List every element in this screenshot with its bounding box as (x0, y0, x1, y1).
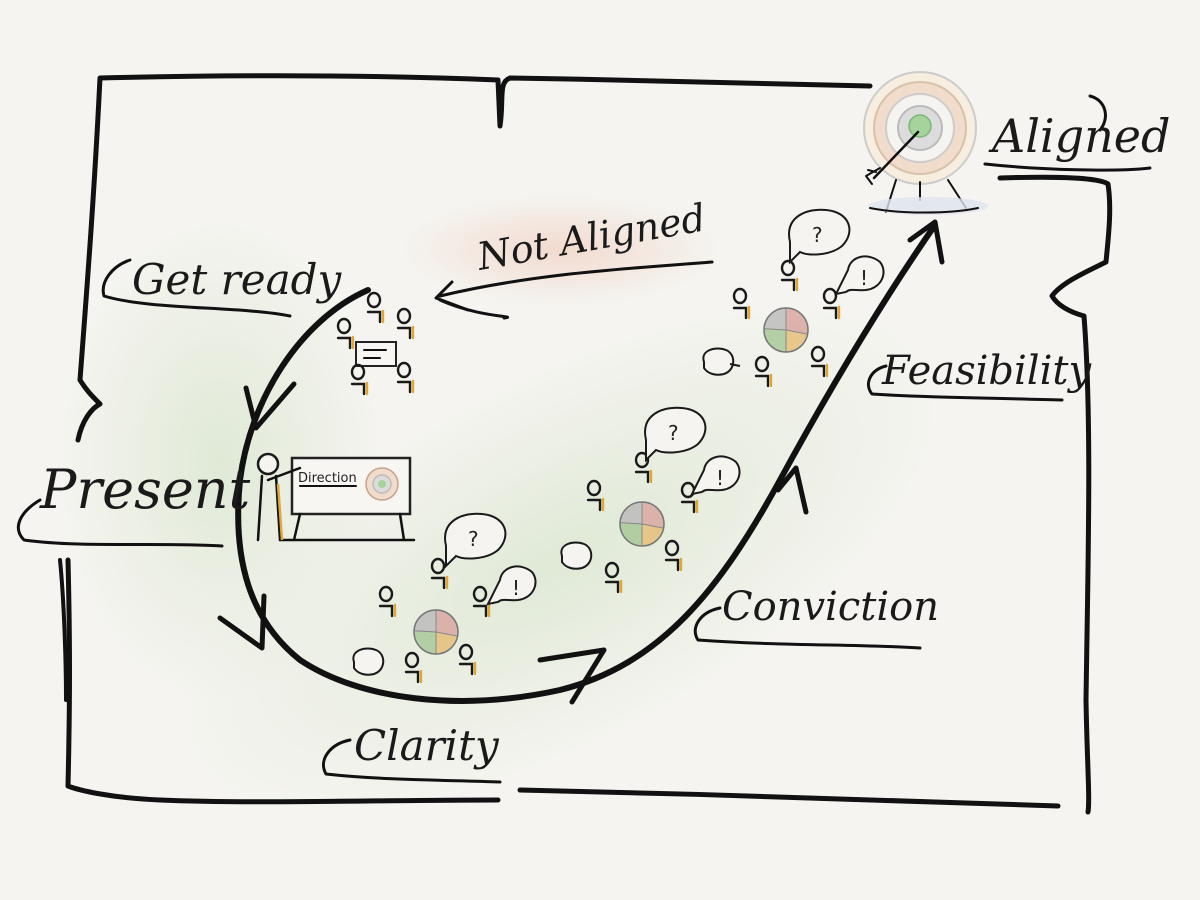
presenter-body (256, 466, 302, 542)
person-figure (754, 355, 773, 388)
feasibility-label: Feasibility (881, 348, 1092, 394)
person-figure (634, 451, 653, 484)
journey-curve (235, 222, 938, 704)
arrow-head-present (217, 593, 267, 651)
pie-icon (413, 609, 459, 655)
not-aligned-arrow (438, 260, 714, 298)
arrow-head-aligned (907, 219, 945, 265)
exclaim-mark-lower: ! (512, 576, 520, 600)
present-label: Present (39, 458, 251, 521)
thought-bubble-middle (560, 541, 593, 570)
pie-icon (619, 501, 665, 547)
board-label: Direction (298, 471, 357, 486)
question-bubble-top (788, 208, 851, 265)
person-figure (458, 643, 477, 676)
people-figures (336, 259, 841, 684)
exclaim-bubble-middle (690, 455, 741, 496)
frame-segment (58, 558, 68, 702)
person-figure (336, 317, 355, 350)
person-figure (732, 287, 751, 320)
exclaim-bubble-top (834, 255, 885, 296)
question-bubble-middle (644, 406, 707, 463)
underline-present (17, 498, 224, 548)
speech-bubbles: ? ! ? ! ? ! (352, 208, 885, 676)
target-icon (863, 71, 988, 215)
person-figure (586, 479, 605, 512)
person-figure (430, 557, 449, 590)
presenter-head (256, 452, 280, 476)
person-figure (472, 585, 491, 618)
red-wash (400, 195, 720, 305)
person-figure (366, 291, 385, 324)
outer-frame (65, 73, 1113, 815)
person-figure (396, 361, 415, 394)
exclaim-bubble-lower (486, 565, 537, 606)
person-figure (378, 585, 397, 618)
thought-bubble-lower (352, 647, 385, 676)
question-mark-middle: ? (668, 421, 679, 445)
get-ready-label: Get ready (132, 255, 342, 304)
person-figure (604, 561, 623, 594)
presenter-board-group (256, 452, 416, 542)
arrow-head-get-ready (243, 381, 297, 431)
question-mark-top: ? (812, 223, 823, 247)
pie-icon (763, 307, 809, 353)
underline-conviction (693, 606, 922, 650)
arrow-head-clarity (537, 647, 607, 705)
person-figure (404, 651, 423, 684)
conviction-label: Conviction (722, 584, 939, 630)
person-figure (822, 287, 841, 320)
underline-clarity (322, 738, 502, 784)
question-mark-lower: ? (468, 527, 479, 551)
not-aligned-tail (438, 298, 510, 320)
green-wash (179, 306, 941, 814)
exclaim-mark-top: ! (860, 266, 868, 290)
person-figure (810, 345, 829, 378)
person-figure (780, 259, 799, 292)
aligned-label: Aligned (988, 109, 1170, 163)
underline-feasibility (867, 364, 1064, 402)
underline-get-ready (101, 258, 292, 318)
arrow-head-conviction (775, 465, 809, 515)
exclaim-mark-middle: ! (716, 466, 724, 490)
person-figure (664, 539, 683, 572)
crowd-top-left (355, 341, 397, 367)
clarity-label: Clarity (354, 721, 500, 770)
underline-aligned (983, 94, 1152, 172)
pie-charts (413, 307, 809, 655)
question-bubble-lower (444, 512, 507, 569)
thought-bubble-top (702, 347, 741, 376)
person-figure (350, 363, 369, 396)
person-figure (396, 307, 415, 340)
